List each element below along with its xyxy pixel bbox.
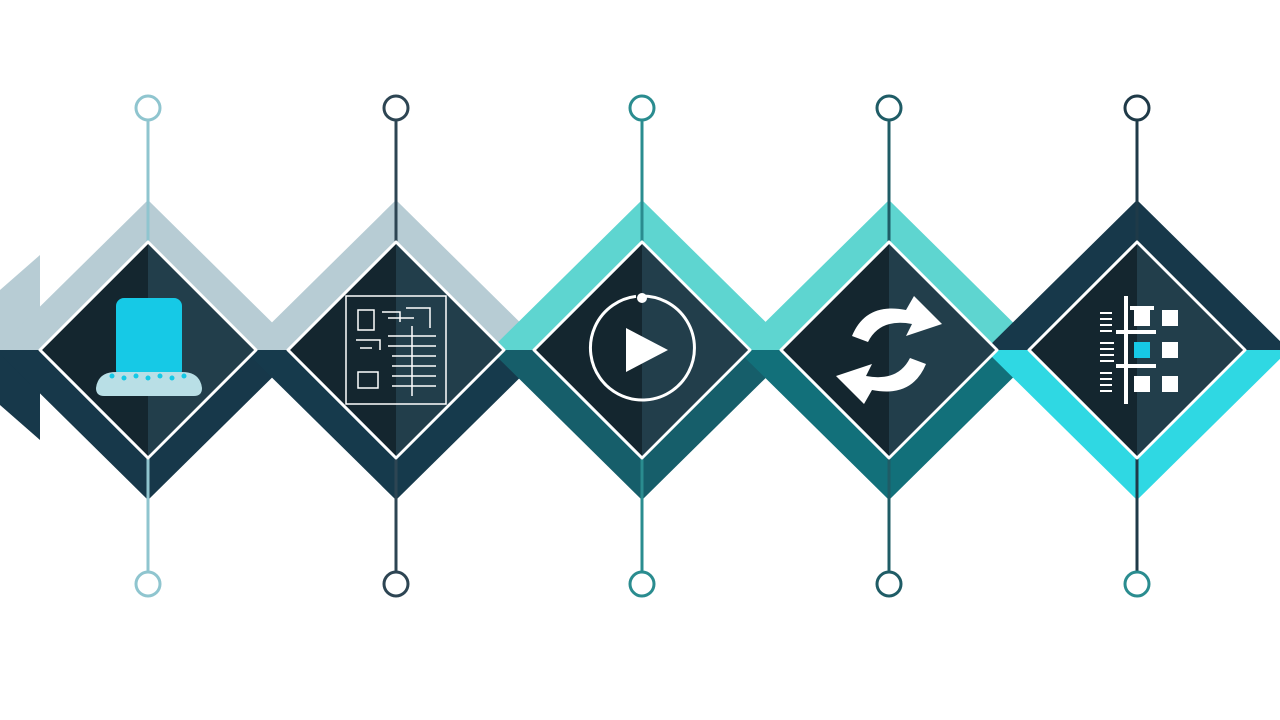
- blueprint-icon: [345, 295, 447, 405]
- cake-icon: [96, 298, 202, 396]
- icons-layer: [96, 293, 1178, 405]
- pin-step-4: [875, 94, 903, 598]
- pin-bottom-circle: [134, 570, 162, 598]
- pin-bottom-circle: [1123, 570, 1151, 598]
- pin-top-circle: [382, 94, 410, 122]
- tile-step-4: [779, 240, 999, 460]
- pin-top-circle: [875, 94, 903, 122]
- play-icon: [588, 293, 696, 402]
- pin-bottom-circle: [382, 570, 410, 598]
- pin-top-circle: [628, 94, 656, 122]
- sitemap-icon: [1100, 296, 1178, 404]
- pin-top-circle: [134, 94, 162, 122]
- pin-bottom-circle: [875, 570, 903, 598]
- tiles-layer: [38, 240, 1247, 460]
- refresh-icon: [836, 296, 942, 404]
- tile-step-2: [286, 240, 506, 460]
- pin-top-circle: [1123, 94, 1151, 122]
- pin-bottom-circle: [628, 570, 656, 598]
- pins-layer: [134, 94, 1151, 598]
